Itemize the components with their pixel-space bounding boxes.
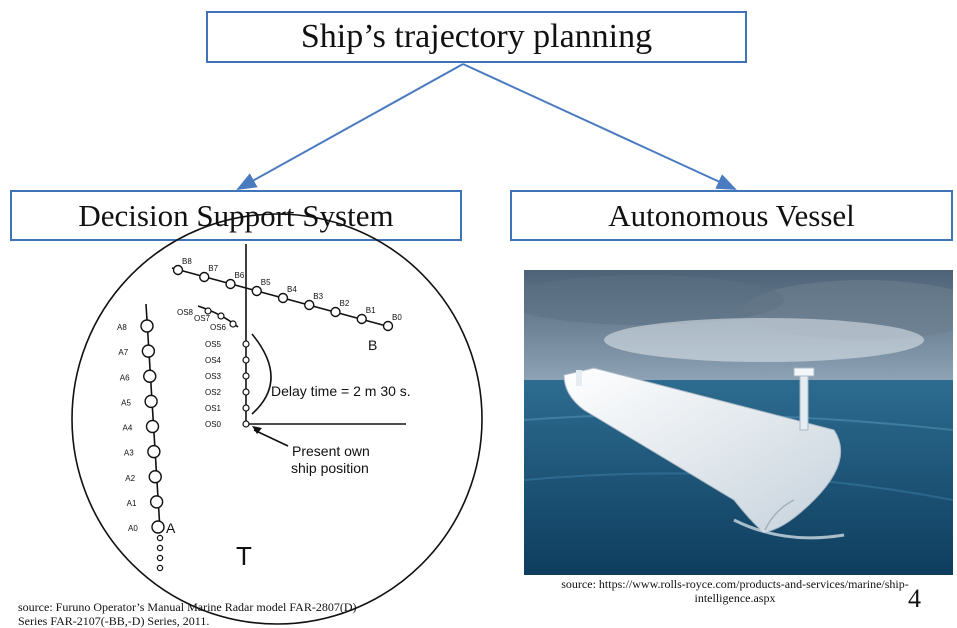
a-end-label: A: [166, 520, 176, 536]
b-mark-B8: [172, 264, 184, 276]
a-mark-A1: [149, 495, 164, 509]
a-mark-A4: [145, 419, 160, 434]
av-box: Autonomous Vessel: [510, 190, 953, 241]
b-mark-B2: [330, 306, 341, 318]
os-label-OS2: OS2: [205, 388, 222, 397]
b-mark-B1: [356, 313, 367, 325]
radar-circle: [71, 213, 483, 625]
left-source-line2: Series FAR-2107(-BB,-D) Series, 2011.: [18, 614, 210, 628]
right-source-line2: intelligence.aspx: [694, 591, 776, 605]
b-label-B6: B6: [235, 271, 245, 280]
b-label-B7: B7: [208, 264, 218, 273]
av-label: Autonomous Vessel: [608, 197, 855, 233]
a-mark-A8: [140, 319, 154, 333]
a-mark-A2: [148, 470, 162, 484]
a-mark-A7: [141, 344, 156, 358]
os-label-OS1: OS1: [205, 404, 222, 413]
a-label-A5: A5: [121, 398, 131, 407]
b-mark-B3: [304, 299, 315, 311]
delay-arc: [251, 333, 272, 415]
arrow-to-dss: [236, 63, 464, 190]
delay-text: Delay time = 2 m 30 s.: [271, 383, 411, 399]
page-title: Ship’s trajectory planning: [300, 18, 653, 55]
a-tail-dot: [156, 544, 164, 552]
os-mark-OS0: [242, 420, 250, 428]
right-source-line1: source: https://www.rolls-royce.com/prod…: [561, 577, 909, 591]
os-mark-OS4: [242, 356, 250, 364]
b-label-B1: B1: [366, 306, 376, 315]
a-label-A6: A6: [120, 373, 130, 382]
a-trail-line: [145, 303, 161, 531]
b-label-B0: B0: [392, 313, 402, 322]
b-end-label: B: [368, 337, 377, 353]
a-label-A7: A7: [118, 348, 128, 357]
os-mark-OS1: [242, 404, 250, 412]
b-mark-B5: [251, 285, 262, 297]
os-label-OS4: OS4: [205, 356, 222, 365]
page-number: 4: [908, 584, 921, 613]
b-mark-B0: [382, 320, 394, 332]
right-source: source: https://www.rolls-royce.com/prod…: [520, 577, 950, 605]
dss-label: Decision Support System: [78, 197, 394, 233]
os-label-OS5: OS5: [205, 340, 222, 349]
a-label-A1: A1: [127, 499, 137, 508]
b-label-B5: B5: [261, 278, 271, 287]
a-mark-A6: [143, 369, 157, 383]
present-pointer: [253, 429, 289, 447]
os-upper-mark-OS8: [204, 307, 212, 315]
os-label-OS0: OS0: [205, 420, 222, 429]
a-label-A4: A4: [123, 424, 133, 433]
a-mark-A0: [151, 520, 165, 534]
os-label-OS3: OS3: [205, 372, 222, 381]
b-mark-B7: [199, 271, 210, 283]
b-mark-B6: [225, 278, 236, 290]
a-tail-dot: [156, 534, 164, 542]
b-label-B8: B8: [182, 257, 192, 266]
a-tail-dot: [156, 554, 164, 562]
a-label-A8: A8: [117, 323, 127, 332]
left-source-line1: source: Furuno Operator’s Manual Marine …: [18, 600, 357, 614]
title-box: Ship’s trajectory planning: [206, 11, 747, 63]
os-upper-label-OS6: OS6: [210, 323, 227, 332]
os-upper-label-OS8: OS8: [177, 308, 194, 317]
a-mark-A3: [147, 444, 161, 459]
a-label-A2: A2: [125, 474, 135, 483]
vessel-photo: [524, 270, 953, 575]
os-upper-mark-OS6: [229, 320, 237, 328]
os-mark-OS5: [242, 340, 250, 348]
b-mark-B4: [277, 292, 289, 304]
a-label-A3: A3: [124, 449, 134, 458]
a-mark-A5: [144, 394, 158, 409]
a-tail-dot: [156, 564, 164, 572]
b-label-B2: B2: [340, 299, 350, 308]
b-label-B4: B4: [287, 285, 297, 294]
b-label-B3: B3: [313, 292, 323, 301]
os-mark-OS2: [242, 388, 250, 396]
present-pointer-head: [252, 426, 262, 434]
present-text-2: ship position: [291, 460, 369, 476]
dss-box: Decision Support System: [10, 190, 462, 241]
arrow-to-av: [462, 63, 737, 190]
a-label-A0: A0: [128, 524, 138, 533]
present-text-1: Present own: [292, 443, 370, 459]
left-source: source: Furuno Operator’s Manual Marine …: [18, 600, 458, 628]
os-upper-label-OS7: OS7: [194, 314, 211, 323]
os-upper-mark-OS7: [217, 312, 225, 320]
os-mark-OS3: [242, 372, 250, 380]
target-label: T: [236, 541, 252, 571]
